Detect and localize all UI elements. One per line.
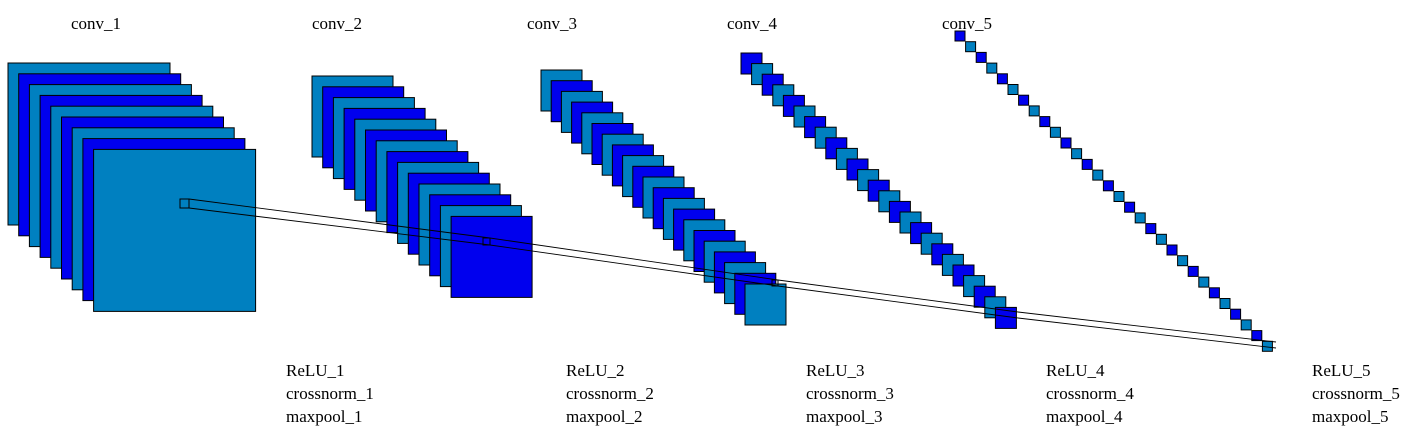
connector-line [489,237,779,281]
connector-line [188,198,491,239]
feature-map [1092,169,1104,181]
feature-map [986,62,998,74]
feature-map [1049,126,1061,138]
feature-map-front [93,148,257,312]
kernel-window-conv1 [179,198,190,209]
feature-map [1155,233,1167,245]
feature-map [1166,244,1178,256]
feature-map [1208,287,1220,299]
connector-line [489,244,779,287]
op-label-maxpool: maxpool_2 [566,407,643,426]
op-label-crossnorm: crossnorm_5 [1312,384,1400,403]
layer-title-conv1: conv_1 [71,14,121,33]
op-labels-conv3: ReLU_3 crossnorm_3 maxpool_3 [806,361,894,426]
feature-map [1018,94,1030,106]
feature-map [954,30,966,42]
connector-line [777,285,1019,319]
feature-map [996,73,1008,85]
feature-map [1198,276,1210,288]
feature-map [965,41,977,53]
feature-map [1081,158,1093,170]
feature-map [975,51,987,63]
connector-line [1017,317,1277,349]
op-label-relu: ReLU_3 [806,361,865,380]
feature-map [1007,84,1019,95]
op-label-maxpool: maxpool_5 [1312,407,1389,426]
feature-map [1134,212,1146,224]
connector-line [777,279,1019,313]
connector-line [1017,311,1277,343]
op-label-crossnorm: crossnorm_1 [286,384,374,403]
feature-map [1028,105,1040,117]
op-label-relu: ReLU_4 [1046,361,1105,380]
layer-title-conv2: conv_2 [312,14,362,33]
receptive-field-connectors [188,198,1277,349]
feature-map [1240,319,1252,331]
op-labels-conv1: ReLU_1 crossnorm_1 maxpool_1 [286,361,374,426]
op-label-relu: ReLU_5 [1312,361,1371,380]
feature-map [1219,298,1231,309]
layer-title-conv4: conv_4 [727,14,778,33]
op-label-maxpool: maxpool_3 [806,407,883,426]
feature-map [1124,201,1136,213]
feature-map [1177,255,1189,267]
op-label-maxpool: maxpool_4 [1046,407,1123,426]
connector-line [188,207,491,246]
feature-map [1187,265,1199,277]
feature-map-front [744,283,787,326]
feature-map [1230,308,1242,320]
feature-map [1060,137,1072,149]
feature-map-stack-conv2 [311,75,533,298]
op-labels-conv5: ReLU_5 crossnorm_5 maxpool_5 [1312,361,1400,426]
feature-map-stack-conv5 [954,30,1273,352]
feature-map [1071,148,1083,160]
feature-map [1113,191,1125,202]
feature-map [1251,330,1263,342]
feature-map-stack-conv1 [7,62,257,312]
op-label-relu: ReLU_2 [566,361,625,380]
op-labels-conv4: ReLU_4 crossnorm_4 maxpool_4 [1046,361,1134,426]
op-label-relu: ReLU_1 [286,361,345,380]
layer-title-conv5: conv_5 [942,14,992,33]
feature-map-stack-conv3 [540,69,787,326]
layer-title-conv3: conv_3 [527,14,577,33]
feature-map [1039,116,1051,128]
op-label-crossnorm: crossnorm_3 [806,384,894,403]
op-label-crossnorm: crossnorm_4 [1046,384,1134,403]
op-label-maxpool: maxpool_1 [286,407,363,426]
feature-map [1145,223,1157,235]
feature-map-stack-conv4 [740,52,1017,329]
feature-map-front [450,215,533,298]
op-label-crossnorm: crossnorm_2 [566,384,654,403]
op-labels-conv2: ReLU_2 crossnorm_2 maxpool_2 [566,361,654,426]
feature-map [1102,180,1114,192]
